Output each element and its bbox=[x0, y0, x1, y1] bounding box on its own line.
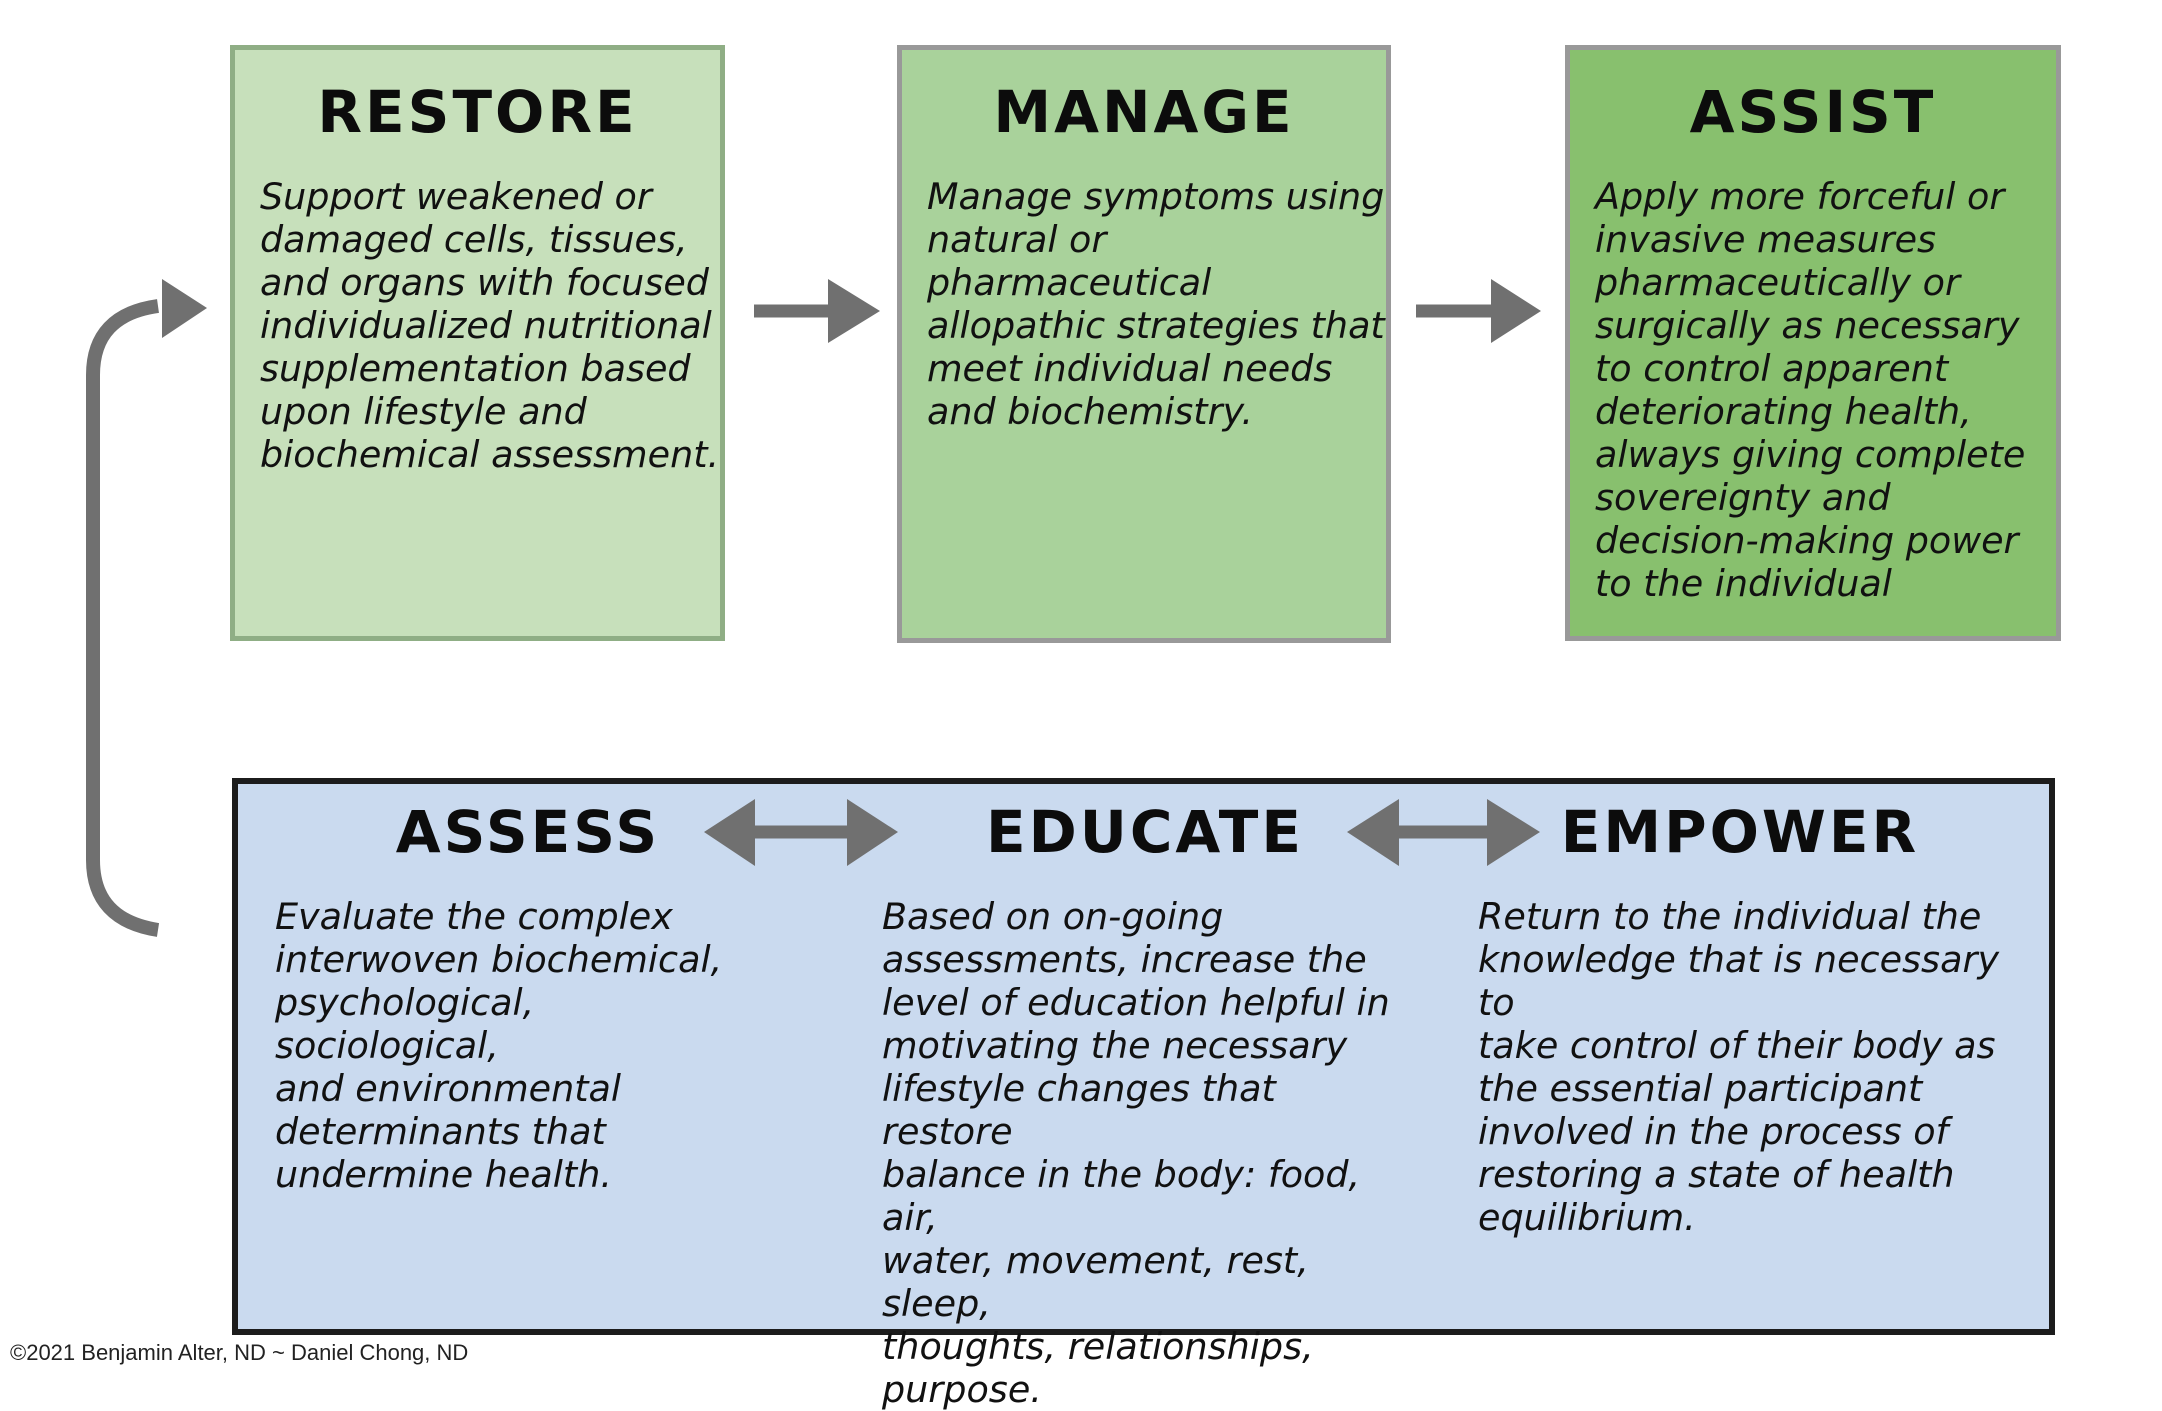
double-arrow-icon bbox=[1347, 799, 1540, 866]
assess-description: Evaluate the complex interwoven biochemi… bbox=[275, 895, 723, 1196]
loop-back-arrow-icon bbox=[86, 279, 207, 937]
arrow-right-icon bbox=[754, 279, 880, 343]
restore-title: RESTORE bbox=[317, 78, 638, 146]
copyright-footer: ©2021 Benjamin Alter, ND ~ Daniel Chong,… bbox=[10, 1340, 469, 1365]
assist-description: Apply more forceful or invasive measures… bbox=[1595, 175, 2026, 605]
bottom-box bbox=[232, 778, 2055, 1335]
double-arrow-icon bbox=[704, 799, 898, 866]
restore-box: RESTORE Support weakened or damaged cell… bbox=[230, 45, 725, 641]
assist-title: ASSIST bbox=[1689, 78, 1937, 146]
manage-description: Manage symptoms using natural or pharmac… bbox=[927, 175, 1385, 433]
empower-description: Return to the individual the knowledge t… bbox=[1478, 895, 2000, 1239]
assess-title: ASSESS bbox=[395, 798, 661, 866]
manage-box: MANAGE Manage symptoms using natural or … bbox=[897, 45, 1391, 643]
assist-box: ASSIST Apply more forceful or invasive m… bbox=[1565, 45, 2061, 641]
educate-title: EDUCATE bbox=[986, 798, 1304, 866]
empower-title: EMPOWER bbox=[1560, 798, 1920, 866]
educate-description: Based on on-going assessments, increase … bbox=[882, 895, 1390, 1411]
arrow-right-icon bbox=[1416, 279, 1541, 343]
restore-description: Support weakened or damaged cells, tissu… bbox=[260, 175, 720, 476]
manage-title: MANAGE bbox=[993, 78, 1295, 146]
arrows-layer bbox=[86, 279, 1541, 937]
